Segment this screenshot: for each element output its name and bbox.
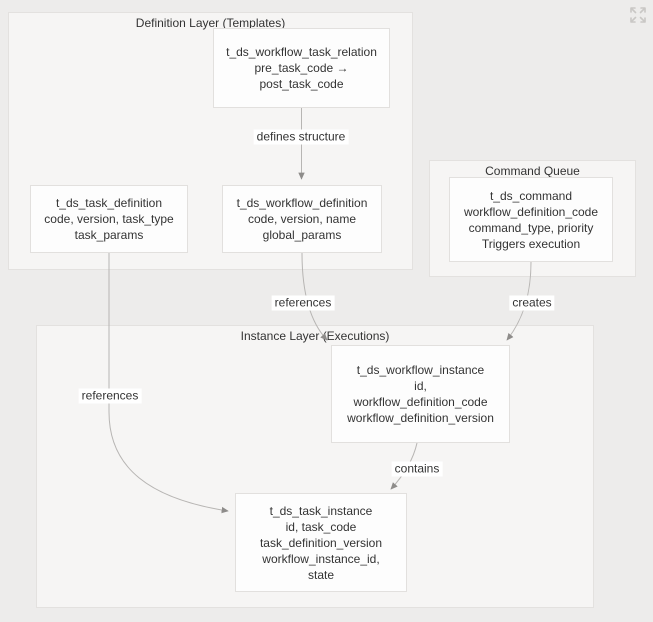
edge-label-creates: creates <box>509 295 555 311</box>
node-task-definition: t_ds_task_definition code, version, task… <box>30 185 188 253</box>
node-workflow-instance: t_ds_workflow_instance id, workflow_defi… <box>331 345 510 443</box>
command-queue-label: Command Queue <box>485 164 580 178</box>
node-task-instance: t_ds_task_instance id, task_code task_de… <box>235 493 407 592</box>
instance-layer-label: Instance Layer (Executions) <box>240 329 390 343</box>
node-title: t_ds_workflow_definition <box>236 196 368 210</box>
node-field-line: id, task_code <box>285 519 357 534</box>
node-field-line: workflow_instance_id, <box>262 551 380 566</box>
definition-layer-label: Definition Layer (Templates) <box>9 16 412 31</box>
node-field-line: pre_task_code → <box>254 61 349 75</box>
edge-label-defines-structure: defines structure <box>253 129 349 145</box>
node-title: t_ds_command <box>489 188 573 203</box>
edge-label-references-task: references <box>78 388 142 404</box>
node-field-line: code, version, name <box>247 212 357 226</box>
node-field-line: task_params <box>74 228 144 242</box>
node-command: t_ds_command workflow_definition_code co… <box>449 177 613 262</box>
expand-icon <box>630 7 646 23</box>
node-field-line: code, version, task_type <box>44 212 174 226</box>
node-title: t_ds_workflow_task_relation <box>226 45 377 59</box>
node-field-line: workflow_definition_code <box>463 204 599 219</box>
edge-label-contains: contains <box>391 461 443 477</box>
node-field-line: post_task_code <box>259 77 344 91</box>
node-title: t_ds_task_instance <box>269 503 373 518</box>
edge-label-references-definition: references <box>271 295 335 311</box>
node-field-line: Triggers execution <box>481 236 581 251</box>
node-field-line: workflow_definition_version <box>347 411 494 425</box>
node-title: t_ds_workflow_instance <box>356 363 485 377</box>
definition-layer-label-line1: Definition Layer <box>135 16 220 30</box>
node-title: t_ds_task_definition <box>55 196 163 210</box>
node-field-line: id, <box>414 379 427 393</box>
node-workflow-task-relation: t_ds_workflow_task_relation pre_task_cod… <box>213 28 390 108</box>
node-field-line: command_type, priority <box>468 220 594 235</box>
node-field-line: global_params <box>262 228 342 242</box>
node-field-line: state <box>307 567 334 582</box>
expand-button[interactable] <box>628 5 648 25</box>
definition-layer-label-line2: (Templates) <box>222 16 286 30</box>
node-workflow-definition: t_ds_workflow_definition code, version, … <box>222 185 382 253</box>
node-field-line: task_definition_version <box>259 535 383 550</box>
node-field-line: workflow_definition_code <box>353 395 488 409</box>
